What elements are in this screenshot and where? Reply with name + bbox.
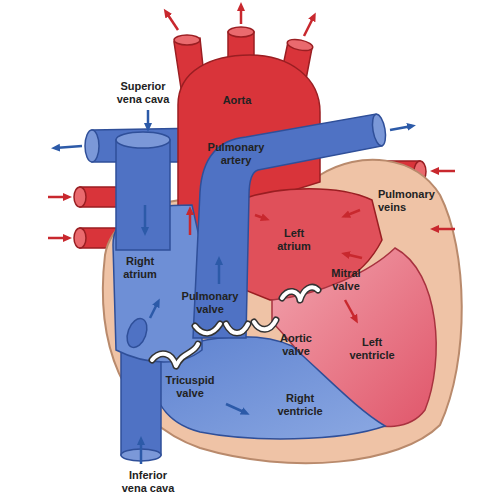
flow-arrow <box>434 170 455 173</box>
flow-arrow <box>226 404 246 413</box>
flow-arrow <box>144 205 147 232</box>
flow-arrow <box>434 228 455 231</box>
flow-arrow <box>345 300 356 320</box>
vessel-opening <box>228 27 254 37</box>
part-label: Left atrium <box>269 227 319 253</box>
part-label: Aortic valve <box>273 332 319 358</box>
part-label: Superior vena cava <box>107 80 179 106</box>
flow-arrow <box>255 215 266 219</box>
part-label: Pulmonary artery <box>202 141 270 167</box>
flow-arrow <box>240 6 243 24</box>
tricuspid-valve <box>152 344 198 366</box>
flow-arrow <box>150 302 158 318</box>
flow-arrow <box>390 126 412 130</box>
part-label: Right atrium <box>115 255 165 281</box>
flow-arrow <box>140 440 143 464</box>
vessel-opening <box>286 37 314 52</box>
aortic-valve <box>254 320 276 329</box>
tricuspid-valve-outline <box>152 344 198 366</box>
vessel-opening <box>174 35 200 45</box>
mitral-valve <box>282 287 318 300</box>
valve-leaflets <box>152 287 318 366</box>
flow-arrow <box>218 260 221 284</box>
flow-arrow <box>55 146 82 148</box>
vessel-opening <box>370 113 387 147</box>
part-label: Inferior vena cava <box>116 469 180 495</box>
flow-arrow <box>304 16 314 36</box>
flow-arrow <box>166 12 178 30</box>
vessel-opening <box>85 130 99 162</box>
flow-arrows-oxygenated <box>48 6 455 320</box>
part-label: Tricuspid valve <box>158 374 222 400</box>
aortic-valve-outline <box>254 320 276 329</box>
flow-arrow <box>345 210 360 216</box>
part-label: Aorta <box>207 94 267 107</box>
vena-cava-tube <box>116 140 170 250</box>
part-label: Mitral valve <box>323 267 369 293</box>
flow-arrows-deoxygenated <box>55 110 412 464</box>
flow-arrow <box>48 237 68 240</box>
vessel-opening <box>74 187 86 207</box>
mitral-valve-outline <box>282 287 318 300</box>
flow-arrow <box>345 254 362 258</box>
vessel-opening <box>74 228 86 248</box>
pulmonary-valve <box>195 324 248 333</box>
part-label: Pulmonary veins <box>378 188 446 214</box>
flow-arrow <box>48 196 68 199</box>
part-label: Right ventricle <box>268 392 332 418</box>
pulmonary-valve-outline <box>195 324 248 333</box>
flow-arrow <box>147 110 150 128</box>
part-label: Left ventricle <box>340 336 404 362</box>
vessel-opening <box>123 316 150 350</box>
vessel-opening <box>116 132 170 148</box>
flow-arrow <box>189 210 192 235</box>
part-label: Pulmonary valve <box>176 290 244 316</box>
